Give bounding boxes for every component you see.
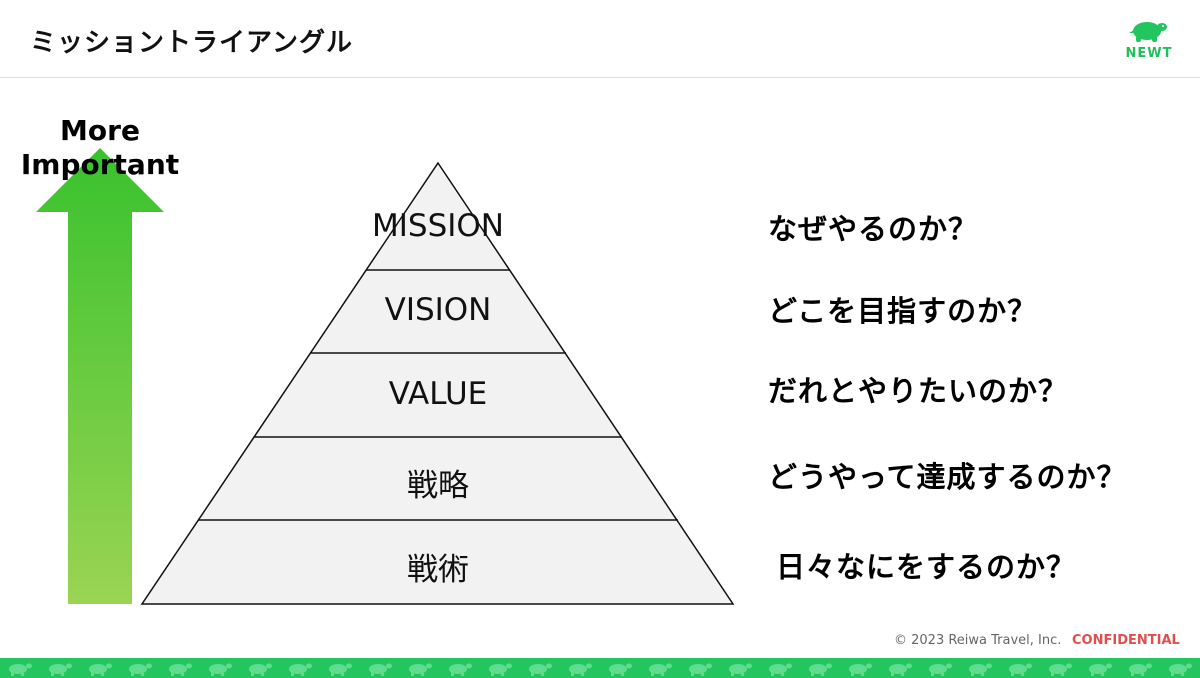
tier-label-vision: VISION	[384, 292, 492, 328]
question-value: だれとやりたいのか？	[768, 374, 1069, 408]
arrow-label: More Important	[18, 114, 182, 182]
logo-text: NEWT	[1125, 46, 1173, 61]
importance-arrow	[36, 148, 164, 604]
question-vision: どこを目指すのか？	[768, 294, 1038, 328]
confidential-label: CONFIDENTIAL	[1072, 633, 1180, 648]
header: ミッショントライアングル NEWT	[0, 0, 1200, 78]
question-tactics: 日々なにをするのか？	[776, 550, 1077, 584]
tier-label-mission: MISSION	[372, 208, 504, 244]
question-mission: なぜやるのか？	[768, 212, 979, 246]
arrow-shape	[36, 148, 164, 604]
copyright: © 2023 Reiwa Travel, Inc.	[894, 633, 1062, 648]
tier-label-value: VALUE	[388, 376, 488, 412]
newt-logo: NEWT	[1118, 18, 1180, 64]
arrow-label-line1: More	[60, 114, 140, 147]
tier-label-tactics: 戦術	[407, 552, 469, 588]
tier-label-strategy: 戦略	[407, 468, 469, 504]
turtle-icon	[1129, 22, 1167, 42]
pyramid-outline	[140, 161, 735, 605]
footer-band	[0, 658, 1200, 678]
pyramid	[140, 161, 735, 605]
turtle-pattern	[0, 658, 1200, 678]
arrow-label-line2: Important	[20, 148, 180, 181]
slide-title: ミッショントライアングル	[30, 28, 353, 58]
question-strategy: どうやって達成するのか？	[768, 460, 1127, 494]
